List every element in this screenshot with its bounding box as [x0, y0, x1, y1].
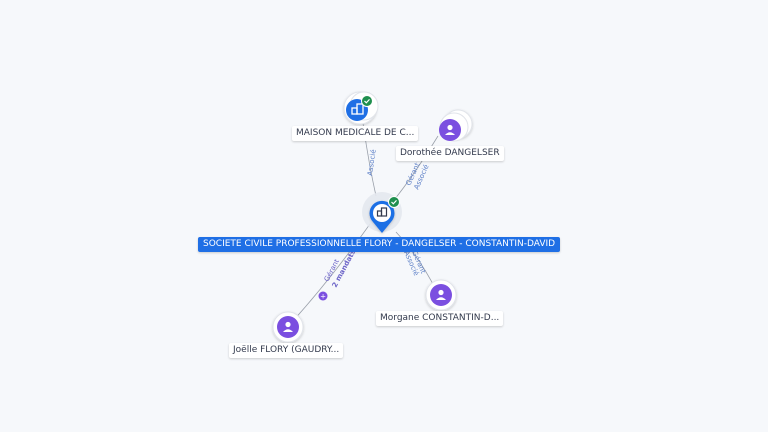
center-node[interactable]	[362, 192, 402, 233]
center-label[interactable]: SOCIETE CIVILE PROFESSIONNELLE FLORY - D…	[198, 237, 561, 252]
edge-maison[interactable]	[361, 115, 377, 197]
edge-dorothee[interactable]	[393, 135, 439, 201]
node-label-dorothee[interactable]: Dorothée DANGELSER	[396, 146, 504, 161]
person-icon	[436, 289, 446, 300]
node-joelle[interactable]	[272, 311, 304, 343]
building-icon	[376, 207, 388, 217]
building-icon	[351, 103, 364, 115]
node-dorothee[interactable]	[439, 109, 473, 142]
verified-badge-icon	[388, 196, 400, 208]
mandats-badge-label: +	[320, 293, 326, 301]
edge-joelle[interactable]	[291, 223, 371, 323]
verified-badge-icon	[361, 95, 373, 107]
node-label-maison[interactable]: MAISON MEDICALE DE C...	[292, 126, 419, 141]
node-label-morgane[interactable]: Morgane CONSTANTIN-D...	[376, 311, 504, 326]
node-label-joelle[interactable]: Joëlle FLORY (GAUDRY...	[229, 343, 344, 358]
person-icon	[445, 124, 455, 135]
edges	[291, 115, 439, 323]
node-maison[interactable]	[343, 91, 379, 125]
person-icon	[283, 321, 293, 332]
node-morgane[interactable]	[425, 279, 457, 311]
mandats-badge[interactable]: +	[318, 291, 328, 301]
edge-label-maison: Associé	[366, 149, 378, 176]
